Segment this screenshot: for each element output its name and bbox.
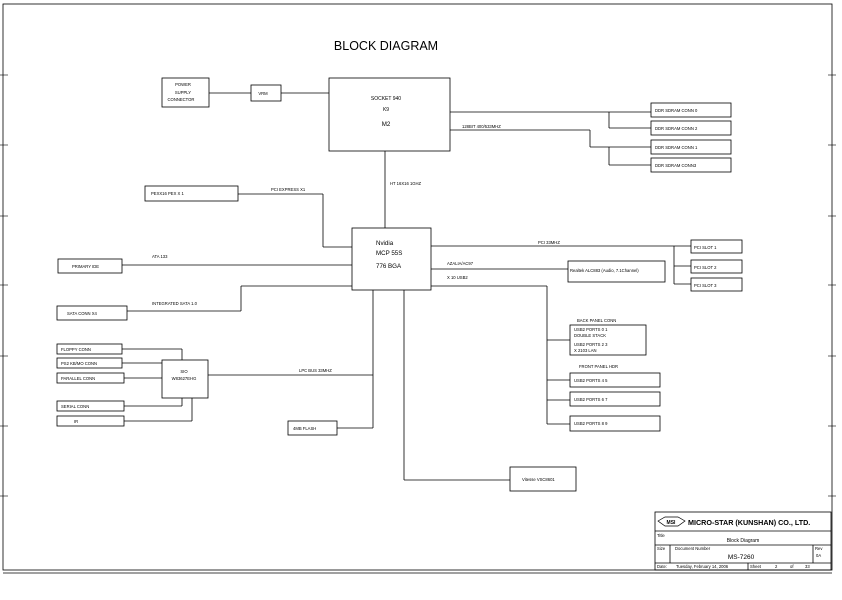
- svg-text:PRIMARY IDE: PRIMARY IDE: [72, 264, 99, 269]
- usb-ports-4-5: USB2 PORTS 4 5: [569, 372, 661, 388]
- ddr-bus-label: 128BIT 400/533MHZ: [462, 124, 501, 129]
- svg-text:CONNECTOR: CONNECTOR: [168, 97, 195, 102]
- svg-text:DOUBLE STACK: DOUBLE STACK: [574, 333, 606, 338]
- svg-text:Realtek ALC883 (Audio, 7.1Chan: Realtek ALC883 (Audio, 7.1Channel): [570, 268, 639, 273]
- lpc-bus-label: LPC BUS 33MHZ: [299, 368, 332, 373]
- pci-slot-2: PCI SLOT 2: [690, 259, 743, 274]
- svg-text:DDR SDRAM CONN 0: DDR SDRAM CONN 0: [655, 108, 698, 113]
- serial-conn-block: SERIAL CONN: [56, 400, 125, 412]
- ddr-conn-2: DDR SDRAM CONN 2: [650, 120, 732, 136]
- back-panel-block: USB2 PORTS 0 1 DOUBLE STACK USB2 PORTS 2…: [569, 324, 647, 356]
- svg-text:USB2 PORTS 0 1: USB2 PORTS 0 1: [574, 327, 608, 332]
- sheet-field-label: Sheet: [750, 564, 762, 569]
- svg-text:Vitesse VSC8601: Vitesse VSC8601: [522, 477, 555, 482]
- ddr-conn-0: DDR SDRAM CONN 0: [650, 102, 732, 118]
- date-field-label: Date:: [657, 564, 667, 569]
- msi-logo: MSI: [657, 516, 686, 527]
- flash-block: 4MB FLASH: [287, 420, 338, 436]
- mcp55s-chipset: Nvidia MCP 55S 776 BGA: [351, 227, 432, 291]
- svg-text:POWER: POWER: [175, 82, 191, 87]
- svg-text:776 BGA: 776 BGA: [376, 263, 402, 270]
- svg-text:PCI SLOT 2: PCI SLOT 2: [694, 265, 717, 270]
- svg-text:PEXX16 PEX X 1: PEXX16 PEX X 1: [151, 191, 184, 196]
- svg-text:SOCKET 940: SOCKET 940: [371, 96, 401, 102]
- ps2-conn-block: PS2 KB/MO CONN: [56, 357, 123, 369]
- svg-text:W83627EHG: W83627EHG: [172, 376, 197, 381]
- svg-text:VRM: VRM: [258, 91, 268, 96]
- title-block: MSI MICRO-STAR (KUNSHAN) CO., LTD. Title…: [654, 511, 832, 571]
- title-field-label: Title: [657, 533, 665, 538]
- svg-text:PS2 KB/MO CONN: PS2 KB/MO CONN: [61, 361, 97, 366]
- sheet-value: 2: [775, 564, 778, 569]
- svg-text:MCP 55S: MCP 55S: [376, 250, 402, 257]
- rev-field-label: Rev: [815, 546, 823, 551]
- svg-text:SATA CONN X4: SATA CONN X4: [67, 311, 98, 316]
- svg-text:USB2 PORTS 8 9: USB2 PORTS 8 9: [574, 421, 608, 426]
- svg-text:USB2 PORTS 6 7: USB2 PORTS 6 7: [574, 397, 608, 402]
- total-sheets: 33: [805, 564, 810, 569]
- bus-wires: [122, 92, 691, 481]
- pci-bus-label: PCI 33MHZ: [538, 240, 560, 245]
- back-panel-label: BACK PANEL CONN: [577, 318, 616, 323]
- company-name: MICRO-STAR (KUNSHAN) CO., LTD.: [688, 518, 810, 527]
- vitesse-block: Vitesse VSC8601: [509, 466, 577, 492]
- svg-text:M2: M2: [382, 121, 391, 128]
- front-panel-label: FRONT PANEL HDR: [579, 364, 618, 369]
- svg-text:Nvidia: Nvidia: [376, 240, 394, 247]
- cpu-socket-block: SOCKET 940 K9 M2: [328, 77, 451, 152]
- svg-text:IR: IR: [74, 419, 78, 424]
- size-field-label: Size: [657, 546, 666, 551]
- docnum-value: MS-7260: [728, 554, 755, 561]
- svg-text:DDR SDRAM CONN 1: DDR SDRAM CONN 1: [655, 145, 698, 150]
- floppy-conn-block: FLOPPY CONN: [56, 343, 123, 355]
- title-field-value: Block Diagram: [727, 538, 760, 544]
- svg-text:DDR SDRAM CONN 2: DDR SDRAM CONN 2: [655, 126, 698, 131]
- svg-text:DDR SDRAM CONN3: DDR SDRAM CONN3: [655, 163, 697, 168]
- power-supply-connector: POWER SUPPLY CONNECTOR: [161, 77, 210, 108]
- svg-text:X 2103 LAN: X 2103 LAN: [574, 348, 597, 353]
- ht-bus-label: HT 16X16 1GHZ: [390, 181, 422, 186]
- pci-slot-3: PCI SLOT 3: [690, 277, 743, 292]
- page-frame: [0, 3, 836, 574]
- ata-bus-label: ATA 133: [152, 254, 168, 259]
- sata-conn-block: SATA CONN X4: [56, 305, 128, 321]
- pci-slot-1: PCI SLOT 1: [690, 239, 743, 254]
- svg-text:MSI: MSI: [667, 520, 677, 526]
- ddr-conn-3: DDR SDRAM CONN3: [650, 157, 732, 173]
- diagram-title: BLOCK DIAGRAM: [334, 39, 438, 53]
- ir-block: IR: [56, 415, 125, 427]
- azalia-bus-label: AZALIA/AC97: [447, 261, 474, 266]
- date-value: Tuesday, February 14, 2006: [676, 564, 729, 569]
- usb-bus-label: X 10 USB2: [447, 275, 468, 280]
- pcie-bus-label: PCI EXPRESS X1: [271, 187, 306, 192]
- svg-text:PCI SLOT 3: PCI SLOT 3: [694, 283, 717, 288]
- usb-ports-6-7: USB2 PORTS 6 7: [569, 391, 661, 407]
- ddr-conn-1: DDR SDRAM CONN 1: [650, 139, 732, 155]
- sio-block: SIO W83627EHG: [161, 359, 209, 399]
- svg-text:FLOPPY CONN: FLOPPY CONN: [61, 347, 91, 352]
- svg-text:SIO: SIO: [180, 369, 188, 374]
- svg-text:PARALLEL CONN: PARALLEL CONN: [61, 376, 95, 381]
- vrm-block: VRM: [250, 84, 282, 102]
- svg-text:SERIAL CONN: SERIAL CONN: [61, 404, 89, 409]
- sata-bus-label: INTEGRATED SATA 1.0: [152, 301, 198, 306]
- svg-text:PCI SLOT 1: PCI SLOT 1: [694, 245, 717, 250]
- pexx16-block: PEXX16 PEX X 1: [144, 185, 239, 202]
- of-label: of: [790, 564, 794, 569]
- usb-ports-8-9: USB2 PORTS 8 9: [569, 415, 661, 432]
- svg-text:4MB FLASH: 4MB FLASH: [293, 426, 316, 431]
- realtek-audio-block: Realtek ALC883 (Audio, 7.1Channel): [567, 260, 666, 283]
- svg-text:USB2 PORTS 2 3: USB2 PORTS 2 3: [574, 342, 608, 347]
- rev-value: 0A: [816, 553, 821, 558]
- svg-text:SUPPLY: SUPPLY: [175, 90, 191, 95]
- docnum-field-label: Document Number: [675, 546, 711, 551]
- primary-ide-block: PRIMARY IDE: [57, 258, 123, 274]
- svg-text:USB2 PORTS 4 5: USB2 PORTS 4 5: [574, 378, 608, 383]
- parallel-conn-block: PARALLEL CONN: [56, 372, 125, 384]
- svg-text:K9: K9: [383, 107, 389, 113]
